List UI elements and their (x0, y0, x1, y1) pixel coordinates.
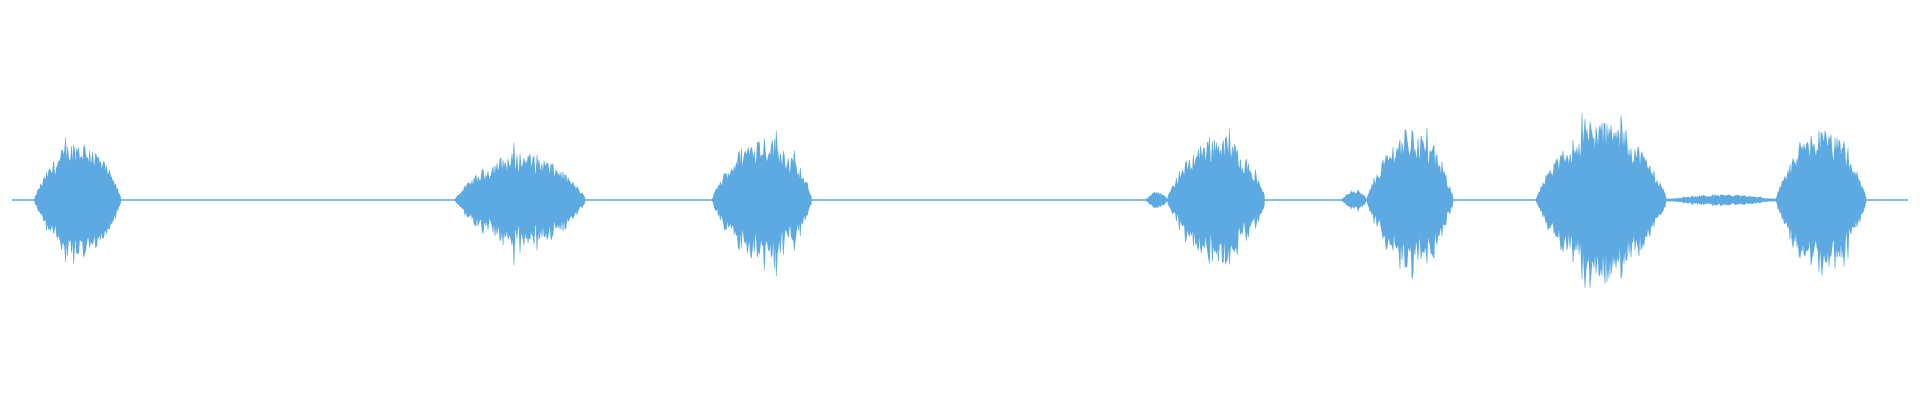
waveform-segment (454, 142, 586, 266)
waveform-segment (712, 130, 812, 277)
waveform-segment (1666, 194, 1776, 207)
waveform-segment (1341, 189, 1367, 213)
waveform-segment (1167, 128, 1265, 265)
waveform-segments (34, 112, 1867, 288)
waveform-segment (1145, 191, 1168, 209)
waveform-segment (34, 137, 121, 264)
waveform-segment (1366, 127, 1454, 280)
waveform-segment (1775, 130, 1867, 276)
waveform-segment (1535, 112, 1667, 288)
